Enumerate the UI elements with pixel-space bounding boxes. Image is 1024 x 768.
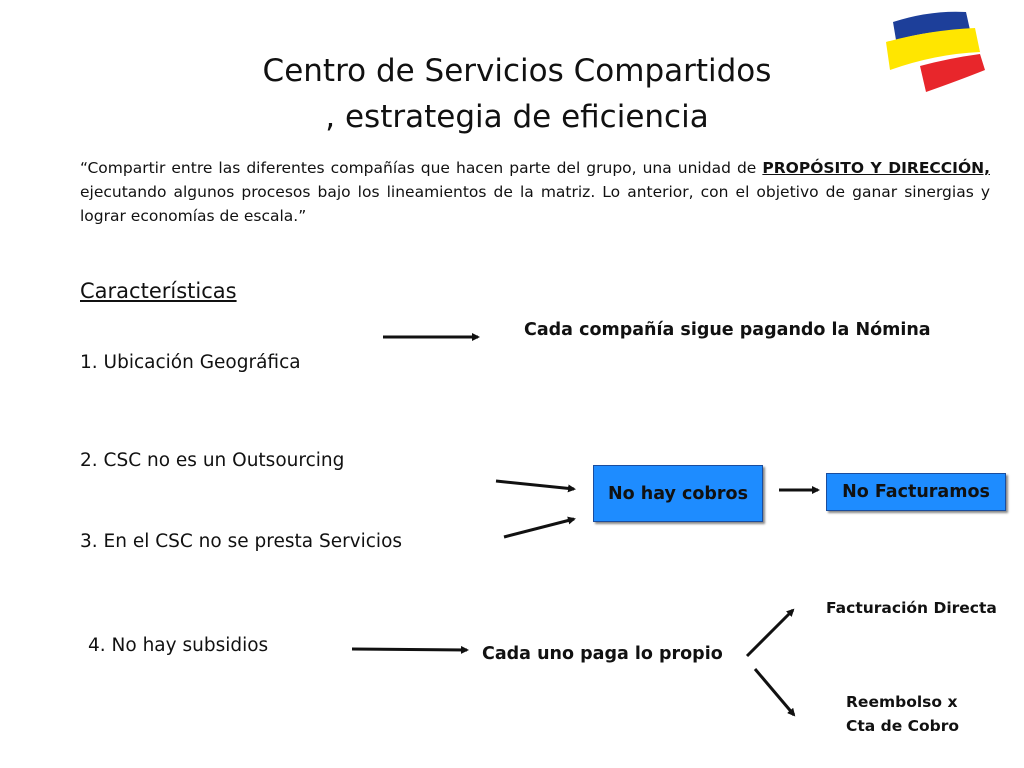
characteristic-3: 3. En el CSC no se presta Servicios: [80, 531, 403, 552]
outcome-facturacion-directa: Facturación Directa: [826, 599, 997, 617]
characteristic-1: 1. Ubicación Geográfica: [80, 352, 301, 373]
characteristic-2: 2. CSC no es un Outsourcing: [80, 450, 345, 471]
outcome-paga-propio: Cada uno paga lo propio: [482, 644, 723, 664]
no-cobros-label: No hay cobros: [608, 483, 748, 504]
title-line-1: Centro de Servicios Compartidos: [262, 53, 772, 89]
characteristic-4: 4. No hay subsidios: [88, 635, 269, 656]
outcome-nomina: Cada compañía sigue pagando la Nómina: [524, 320, 931, 340]
reembolso-line-2: Cta de Cobro: [846, 717, 960, 735]
no-facturamos-label: No Facturamos: [842, 482, 990, 502]
no-facturamos-box: No Facturamos: [826, 473, 1006, 511]
arrow-right-icon: [351, 645, 469, 654]
arrow-right-icon: [495, 479, 576, 493]
page-title: Centro de Servicios Compartidos , estrat…: [200, 48, 834, 140]
outcome-reembolso: Reembolso x Cta de Cobro: [846, 690, 959, 738]
definition-quote: “Compartir entre las diferentes compañía…: [80, 156, 990, 228]
quote-text-1: “Compartir entre las diferentes compañía…: [80, 159, 763, 177]
quote-emphasis: PROPÓSITO Y DIRECCIÓN,: [762, 159, 990, 177]
no-cobros-box: No hay cobros: [593, 465, 763, 522]
arrow-right-icon: [503, 516, 576, 539]
characteristics-heading: Características: [80, 279, 237, 303]
arrow-right-icon: [745, 608, 795, 658]
title-line-2: , estrategia de eficiencia: [325, 99, 709, 135]
arrow-right-icon: [753, 668, 796, 717]
quote-text-2: ejecutando algunos procesos bajo los lin…: [80, 183, 990, 225]
reembolso-line-1: Reembolso x: [846, 693, 958, 711]
